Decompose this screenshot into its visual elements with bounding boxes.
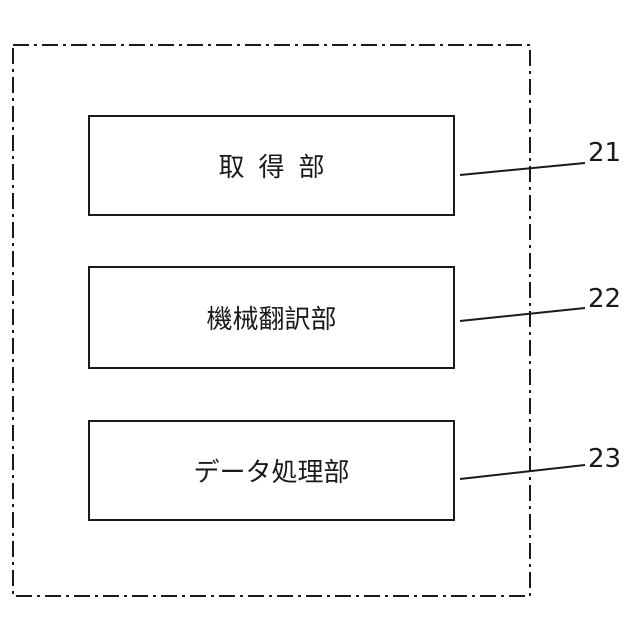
block-label-data-processing: データ処理部: [193, 452, 349, 489]
block-label-machine-translation: 機械翻訳部: [206, 299, 336, 336]
reference-numeral-23: 23: [588, 444, 621, 474]
leader-line-3: [460, 465, 585, 479]
block-data-processing-unit: データ処理部: [88, 420, 455, 521]
reference-numeral-22: 22: [588, 284, 621, 314]
leader-line-2: [460, 308, 585, 321]
block-acquisition-unit: 取得部: [88, 115, 455, 216]
block-machine-translation-unit: 機械翻訳部: [88, 266, 455, 369]
reference-numeral-21: 21: [588, 138, 621, 168]
leader-line-1: [460, 163, 585, 175]
block-label-acquisition: 取得部: [204, 147, 338, 184]
